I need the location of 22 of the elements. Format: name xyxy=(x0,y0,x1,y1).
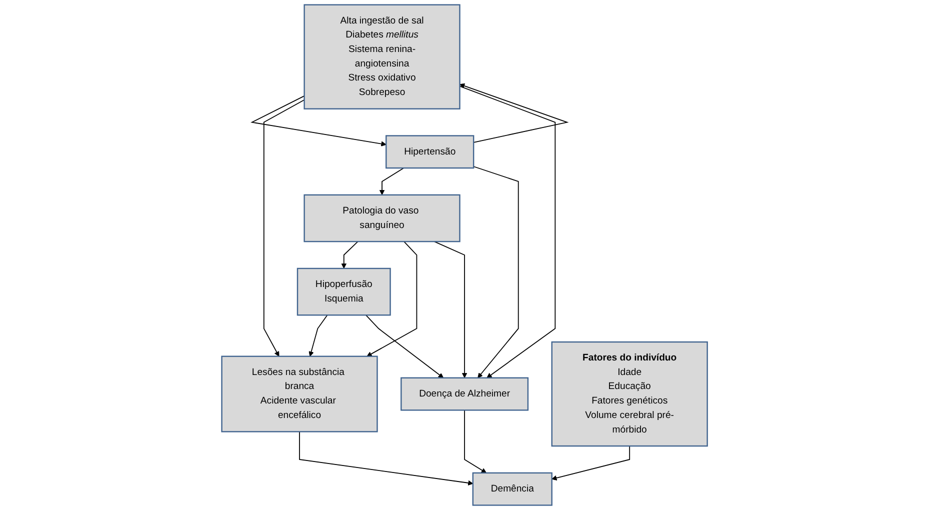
arrow xyxy=(459,83,569,143)
node-box: Lesões na substância branca Acidente vascular encefálico xyxy=(221,356,378,432)
node-box: Fatores do indivíduo Idade Educação Fatores genéticos Volume cerebral pré-mórbido xyxy=(551,341,708,447)
arrow xyxy=(464,410,486,474)
arrow xyxy=(263,99,305,357)
arrow xyxy=(250,95,386,146)
arrow xyxy=(552,446,630,480)
node-box: Hipertensão xyxy=(385,135,474,169)
arrow xyxy=(459,86,556,378)
arrow xyxy=(341,241,358,269)
arrow xyxy=(299,431,474,486)
arrow xyxy=(473,166,519,378)
arrow xyxy=(365,314,444,378)
arrow xyxy=(308,314,328,357)
node-box: Hipoperfusão Isquemia xyxy=(296,268,391,316)
arrow xyxy=(366,241,418,357)
node-box: Demência xyxy=(472,472,552,506)
arrow xyxy=(379,168,404,196)
node-box: Patologia do vaso sanguíneo xyxy=(304,194,460,242)
node-box: Doença de Alzheimer xyxy=(400,377,528,411)
arrow xyxy=(434,241,468,378)
node-box: Alta ingestão de sal Diabetes mellitus Sistema renina-angiotensina Stress oxidativo Sobrepeso xyxy=(304,4,460,110)
